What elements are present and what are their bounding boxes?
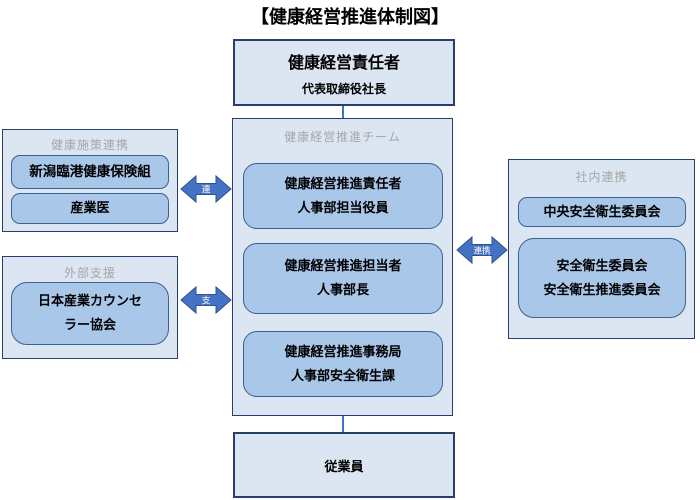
double-arrow-icon [180, 174, 232, 204]
officer-title: 健康経営責任者 [287, 54, 400, 72]
counselor-association-box: 日本産業カウンセ ラー協会 [11, 282, 169, 345]
team-box-leader-line1: 健康経営推進責任者 [284, 175, 402, 191]
team-box-manager-line1: 健康経営推進担当者 [284, 258, 402, 274]
page-title: 【健康経営推進体制図】 [251, 7, 449, 27]
arrow-internal-cooperation-label: 連携 [473, 246, 490, 256]
connector-top [342, 106, 344, 118]
team-box-office-line1: 健康経営推進事務局 [284, 343, 402, 359]
team-box-manager: 健康経営推進担当者 人事部長 [243, 243, 443, 314]
internal-cooperation-panel: 社内連携 中央安全衛生委員会 安全衛生委員会 安全衛生推進委員会 [508, 159, 695, 339]
arrow-external-support-label: 支 [201, 295, 210, 306]
counselor-association-line2: ラー協会 [63, 317, 116, 332]
double-arrow-icon [456, 235, 508, 265]
promotion-team-panel: 健康経営推進チーム 健康経営推進責任者 人事部担当役員 健康経営推進担当者 人事… [232, 118, 453, 416]
counselor-association-line1: 日本産業カウンセ [37, 293, 142, 309]
external-support-panel: 外部支援 日本産業カウンセ ラー協会 [2, 256, 178, 359]
team-box-leader-line2: 人事部担当役員 [297, 199, 389, 215]
central-safety-committee-box: 中央安全衛生委員会 [518, 197, 686, 227]
internal-cooperation-label: 社内連携 [575, 170, 628, 184]
team-box-office: 健康経営推進事務局 人事部安全衛生課 [243, 331, 443, 397]
double-arrow-icon [180, 285, 232, 315]
employees-label: 従業員 [324, 458, 364, 474]
team-box-leader: 健康経営推進責任者 人事部担当役員 [243, 163, 443, 229]
safety-committees-box: 安全衛生委員会 安全衛生推進委員会 [518, 238, 686, 318]
promotion-team-label: 健康経営推進チーム [284, 130, 401, 144]
health-policy-panel: 健康施策連携 新潟臨港健康保険組 産業医 [2, 129, 178, 232]
health-policy-label: 健康施策連携 [50, 138, 129, 152]
team-box-manager-line2: 人事部長 [316, 282, 369, 297]
connector-bottom [342, 416, 344, 432]
arrow-health-policy-label: 連 [201, 184, 210, 195]
external-support-label: 外部支援 [63, 266, 116, 280]
health-management-officer-box: 健康経営責任者 代表取締役社長 [233, 39, 455, 106]
employees-box: 従業員 [233, 432, 455, 498]
arrow-health-policy: 連 [180, 174, 232, 204]
arrow-internal-cooperation: 連携 [456, 235, 508, 265]
occupational-physician-box: 産業医 [11, 193, 169, 224]
arrow-external-support: 支 [180, 285, 232, 315]
health-insurance-label: 新潟臨港健康保険組 [29, 164, 151, 180]
team-box-office-line2: 人事部安全衛生課 [290, 367, 395, 383]
central-safety-committee-label: 中央安全衛生委員会 [543, 203, 661, 219]
occupational-physician-label: 産業医 [70, 200, 110, 216]
health-insurance-box: 新潟臨港健康保険組 [11, 155, 169, 189]
officer-role: 代表取締役社長 [301, 81, 386, 96]
safety-committee-line2: 安全衛生推進委員会 [543, 281, 661, 297]
safety-committee-line1: 安全衛生委員会 [556, 257, 648, 273]
